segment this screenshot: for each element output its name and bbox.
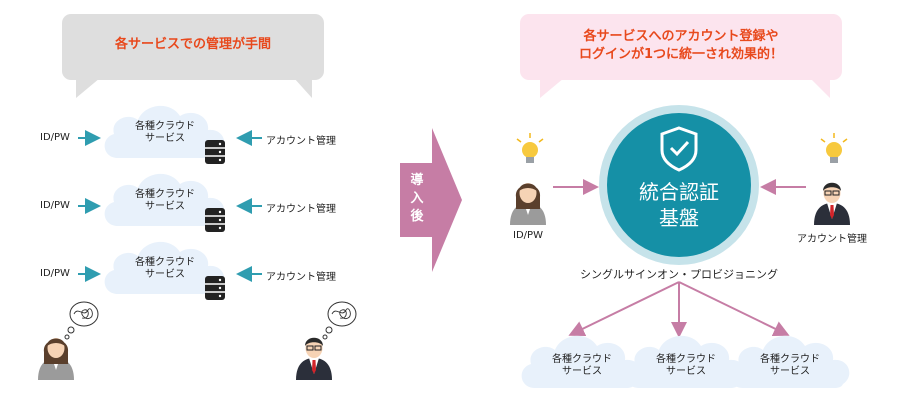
- hub-label: 統合認証 基盤: [607, 176, 751, 236]
- confused-thought-icon: [64, 301, 99, 340]
- before-row-3: [78, 241, 262, 301]
- before-account-label: アカウント管理: [266, 204, 336, 215]
- cloud-label-line1: 各種クラウド: [135, 189, 195, 200]
- cloud-label-line2: サービス: [145, 133, 185, 144]
- transition-label: 導 入 後: [402, 172, 432, 226]
- hub-label-line2: 基盤: [659, 206, 699, 230]
- after-title-box: 各サービスへのアカウント登録や ログインが1つに統一され効果的！: [520, 28, 842, 68]
- cloud-label-line1: 各種クラウド: [552, 354, 612, 365]
- after-id-pw-label: ID/PW: [513, 230, 543, 241]
- provisioning-arrows: [568, 281, 790, 338]
- shield-check-icon: [660, 126, 698, 172]
- transition-char: 導: [410, 173, 424, 188]
- before-account-label: アカウント管理: [266, 272, 336, 283]
- woman-user-icon: [38, 338, 74, 380]
- lightbulb-icon: [820, 132, 848, 164]
- before-row-1: [78, 105, 262, 165]
- cloud-label-line1: 各種クラウド: [135, 121, 195, 132]
- before-id-pw-label: ID/PW: [40, 132, 70, 143]
- transition-arrow: [400, 128, 462, 272]
- before-account-label: アカウント管理: [266, 136, 336, 147]
- hub-circle: [607, 113, 751, 257]
- transition-char: 入: [410, 191, 424, 206]
- woman-user-icon: [510, 183, 546, 225]
- after-title-line2: ログインが1つに統一され効果的！: [578, 47, 784, 62]
- cloud-label-line2: サービス: [145, 201, 185, 212]
- before-speech-bubble: [62, 14, 324, 98]
- sso-label: シングルサインオン・プロビジョニング: [580, 268, 778, 281]
- cloud-label-line1: 各種クラウド: [656, 354, 716, 365]
- cloud-label-line2: サービス: [770, 366, 810, 377]
- admin-man-icon: [813, 182, 851, 226]
- before-row-2: [78, 173, 262, 233]
- before-title-box: 各サービスでの管理が手間: [62, 36, 324, 56]
- after-title-line1: 各サービスへのアカウント登録や: [583, 29, 779, 44]
- lightbulb-icon: [516, 132, 544, 164]
- before-cloud-label-1: 各種クラウド サービス: [100, 121, 230, 151]
- hub-label-line1: 統合認証: [639, 180, 719, 204]
- cloud-label-line2: サービス: [562, 366, 602, 377]
- confused-thought-icon: [322, 301, 357, 340]
- cloud-label-line1: 各種クラウド: [135, 257, 195, 268]
- cloud-label-line2: サービス: [145, 269, 185, 280]
- admin-man-icon: [295, 337, 333, 381]
- after-cloud-label-3: 各種クラウド サービス: [725, 354, 855, 384]
- before-id-pw-label: ID/PW: [40, 268, 70, 279]
- after-account-label: アカウント管理: [797, 234, 867, 245]
- cloud-label-line2: サービス: [666, 366, 706, 377]
- after-cloud-label-2: 各種クラウド サービス: [621, 354, 751, 384]
- cloud-label-line1: 各種クラウド: [760, 354, 820, 365]
- before-title: 各サービスでの管理が手間: [114, 37, 271, 52]
- before-id-pw-label: ID/PW: [40, 200, 70, 211]
- after-cloud-label-1: 各種クラウド サービス: [517, 354, 647, 384]
- transition-char: 後: [410, 209, 424, 224]
- before-cloud-label-3: 各種クラウド サービス: [100, 257, 230, 287]
- before-cloud-label-2: 各種クラウド サービス: [100, 189, 230, 219]
- after-speech-bubble: [520, 14, 842, 98]
